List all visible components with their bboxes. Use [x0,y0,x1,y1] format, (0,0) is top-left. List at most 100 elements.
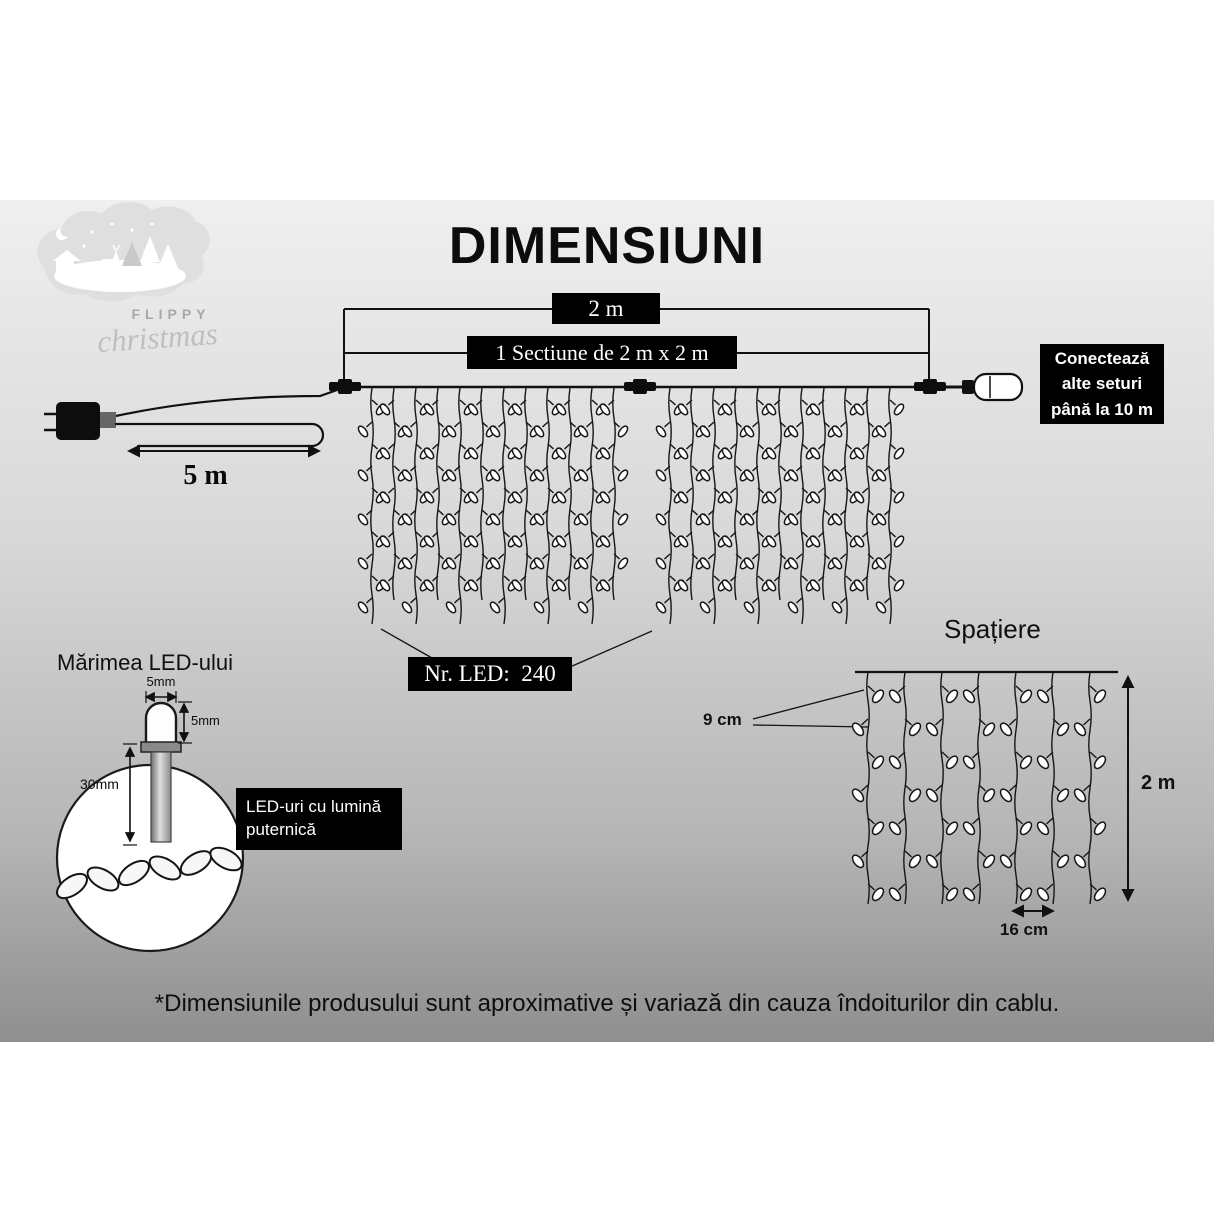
led-bulb-icon [1093,689,1107,704]
connect-line: alte seturi [1061,374,1143,394]
led-bulb-icon [467,491,479,504]
led-bulb-icon [875,513,887,526]
led-bulb-icon [831,513,843,526]
led-bulb-icon [893,447,905,460]
led-bulb-icon [699,513,711,526]
led-bulb-icon [699,557,711,570]
led-bulb-cap [144,701,178,746]
led-bulb-icon [511,403,523,416]
magnifier-circle [55,763,245,953]
curtain-string [962,671,996,905]
led-dimension-arrows [123,691,192,846]
led-bulb-icon [423,535,435,548]
curtain-string [925,671,959,905]
led-bulb-icon [379,579,391,592]
curtain-string [721,387,751,601]
led-bulb-icon [699,425,711,438]
led-bulb-icon [1036,689,1050,704]
led-bulb-icon [809,579,821,592]
led-bulb-icon [721,447,733,460]
led-bulb-icon [533,601,545,614]
led-bulb-icon [875,601,887,614]
led-bulb-icon [655,601,667,614]
led-bulb-icon [655,513,667,526]
tree-icon [158,244,178,268]
led-size-title: Mărimea LED-ului [57,650,234,675]
led-bulb-icon [357,469,369,482]
curtain-string [677,387,707,601]
led-bulb-icon [743,513,755,526]
led-bulb-icon [555,491,567,504]
led-bulb-icon [893,491,905,504]
led-bulb-icon [379,535,391,548]
led-bulb-icon [1036,755,1050,770]
led-bulb-icon [853,579,865,592]
led-bulb-icon [357,425,369,438]
led-bulb-icon [1093,887,1107,902]
led-bulb-icon [1019,887,1033,902]
curtain-string [875,387,905,625]
led-bulb-icon [617,557,629,570]
led-bulb-icon [489,557,501,570]
led-bulb-icon [908,722,922,737]
led-bulb-icon [511,579,523,592]
led-bulb-icon [743,425,755,438]
power-adapter [44,387,341,448]
led-bulb-icon [853,403,865,416]
led-bulb-icon [999,722,1013,737]
led-count-leader-lines [380,628,653,668]
led-bulb-icon [423,403,435,416]
led-bulb-icon [787,557,799,570]
led-bulb-icon [577,601,589,614]
led-bulb-icon [489,513,501,526]
led-bulb-icon [1056,854,1070,869]
led-bulb-icon [1073,722,1087,737]
led-bulb-icon [871,821,885,836]
led-bulb-icon [831,469,843,482]
string-gap-label: 16 cm [999,920,1049,939]
connect-info-box: Conectează alte seturi până la 10 m [1040,344,1164,424]
led-bulb-icon [555,535,567,548]
led-bulb-icon [765,579,777,592]
led-bulb-icon [982,788,996,803]
led-bulb-icon [467,403,479,416]
led-bulb-icon [853,447,865,460]
led-bulb-icon [599,447,611,460]
led-bulb-icon [871,887,885,902]
led-bulb-icon [893,535,905,548]
led-bulb-icon [945,755,959,770]
curtain-string [851,671,885,905]
led-bulb-icon [982,854,996,869]
curtain-string [423,387,453,601]
led-bulb-icon [1056,722,1070,737]
curtain-string [999,671,1033,905]
tree-icon [122,242,142,266]
led-bulb-icon [577,425,589,438]
led-bulb-icon [908,854,922,869]
led-bulb-icon [1056,788,1070,803]
led-bulb-icon [655,425,667,438]
led-body [150,751,172,843]
led-bulb-icon [533,557,545,570]
curtain-string [555,387,585,601]
curtain-string [853,387,883,601]
led-bulb-icon [945,689,959,704]
reindeer-icon [98,251,119,276]
led-bulb-icon [875,425,887,438]
led-bulb-icon [677,447,689,460]
led-bulb-icon [888,689,902,704]
led-bulb-icon [875,469,887,482]
spacing-led-strings [851,671,1107,905]
led-bulb-icon [853,535,865,548]
bulb-width-label: 5mm [146,674,176,689]
led-bulb-icon [893,403,905,416]
led-bulb-icon [511,491,523,504]
led-bulb-icon [555,403,567,416]
led-bulb-icon [721,579,733,592]
led-bulb-icon [577,513,589,526]
led-bulb-icon [401,425,413,438]
led-bulb-icon [875,557,887,570]
led-bulb-icon [577,469,589,482]
curtain-height-label: 2 m [1141,772,1176,794]
total-width-label: 2 m [552,293,660,324]
